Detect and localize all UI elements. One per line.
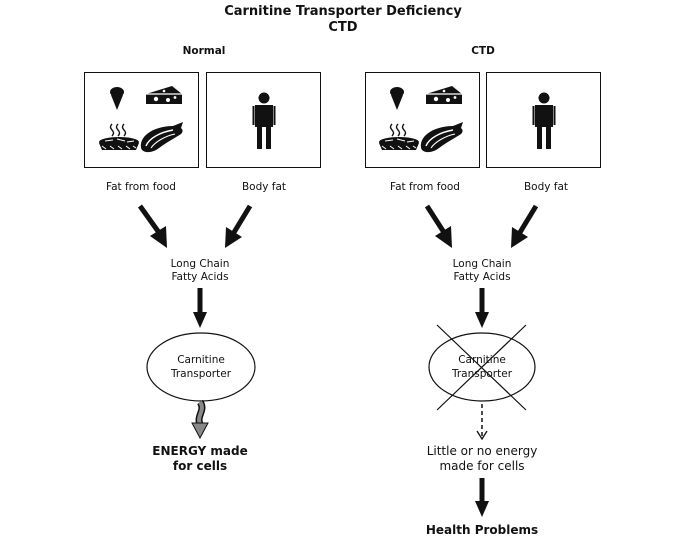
normal-transporter-line-2: Transporter	[170, 368, 232, 380]
normal-food-icons	[98, 85, 184, 153]
ctd-arrow-body	[511, 204, 539, 248]
normal-lcfa-line-2: Fatty Acids	[171, 271, 229, 283]
normal-heading: Normal	[182, 45, 226, 57]
ctd-fat-food-label: Fat from food	[390, 181, 460, 193]
normal-body-fat-label: Body fat	[241, 181, 287, 193]
ctd-person-icon	[532, 92, 556, 149]
ctd-lcfa-line-1: Long Chain	[452, 258, 512, 270]
ctd-blocked-cross	[436, 324, 527, 411]
title-line-2: CTD	[328, 20, 358, 35]
normal-arrow-food	[137, 204, 167, 248]
ctd-outcome-line-2: made for cells	[439, 459, 525, 473]
ctd-lcfa-line-2: Fatty Acids	[453, 271, 511, 283]
ctd-lcfa-label: Long Chain Fatty Acids	[422, 258, 542, 284]
normal-arrow-body	[225, 204, 253, 248]
ctd-heading: CTD	[471, 45, 495, 57]
ctd-food-box	[365, 72, 480, 168]
ctd-body-fat-label: Body fat	[523, 181, 569, 193]
ctd-arrow-health	[475, 478, 489, 517]
normal-transporter-oval	[146, 332, 256, 402]
normal-arrow-energy	[191, 399, 209, 440]
normal-outcome-label: ENERGY made for cells	[130, 444, 270, 474]
normal-outcome-line-2: for cells	[172, 459, 228, 473]
diagram-title: Carnitine Transporter Deficiency CTD	[0, 4, 676, 36]
ctd-outcome-line-1: Little or no energy	[426, 444, 538, 458]
ctd-transporter-label: Carnitine Transporter	[422, 353, 542, 381]
title-line-1: Carnitine Transporter Deficiency	[224, 4, 462, 19]
normal-lcfa-line-1: Long Chain	[170, 258, 230, 270]
normal-food-box	[84, 72, 199, 168]
ctd-arrow-lcfa	[475, 288, 489, 328]
ctd-transporter-line-2: Transporter	[451, 368, 513, 380]
normal-lcfa-label: Long Chain Fatty Acids	[140, 258, 260, 284]
normal-person-icon	[252, 92, 276, 149]
ctd-transporter-line-1: Carnitine	[458, 354, 506, 366]
normal-arrow-lcfa	[193, 288, 207, 328]
normal-fat-food-label: Fat from food	[106, 181, 176, 193]
ctd-outcome-label: Little or no energy made for cells	[402, 444, 562, 474]
normal-transporter-line-1: Carnitine	[177, 354, 225, 366]
ctd-arrow-food	[424, 204, 452, 248]
ctd-arrow-dashed	[476, 404, 488, 441]
normal-transporter-label: Carnitine Transporter	[141, 353, 261, 381]
ctd-health-problems-label: Health Problems	[425, 523, 539, 537]
normal-outcome-line-1: ENERGY made	[152, 444, 248, 458]
ctd-food-icons	[378, 85, 464, 153]
